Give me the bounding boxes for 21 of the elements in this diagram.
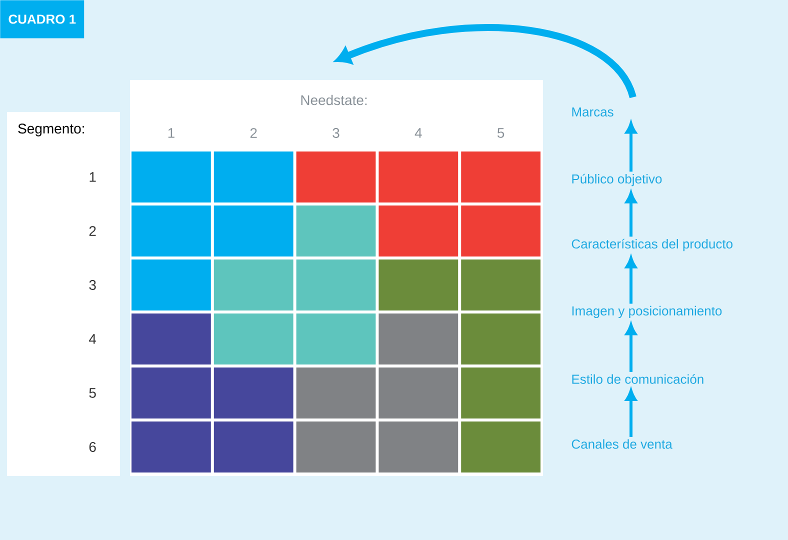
column-number: 3 xyxy=(332,128,340,138)
column-number: 5 xyxy=(497,128,504,138)
column-number: 1 xyxy=(168,128,174,138)
axis-title: Segmento: xyxy=(18,124,84,136)
step-label: Público objetivo xyxy=(572,174,662,186)
row-number: 3 xyxy=(89,280,96,290)
arrow xyxy=(336,24,636,99)
column-number: 2 xyxy=(250,128,257,138)
column-number: 4 xyxy=(414,128,422,138)
step-label: Canales de venta xyxy=(572,439,672,449)
row-number: 2 xyxy=(89,226,96,236)
step-label: Estilo de comunicación xyxy=(572,374,704,384)
step-label: Imagen y posicionamiento xyxy=(572,306,722,318)
row-number: 5 xyxy=(89,388,96,398)
row-number: 4 xyxy=(89,334,96,344)
row-number: 1 xyxy=(90,172,96,182)
row-number: 6 xyxy=(89,442,96,452)
step-label: Características del producto xyxy=(572,238,732,252)
title-banner: CUADRO 1 xyxy=(0,0,84,38)
axis-title: Needstate: xyxy=(301,94,367,106)
step-label: Marcas xyxy=(572,107,614,117)
